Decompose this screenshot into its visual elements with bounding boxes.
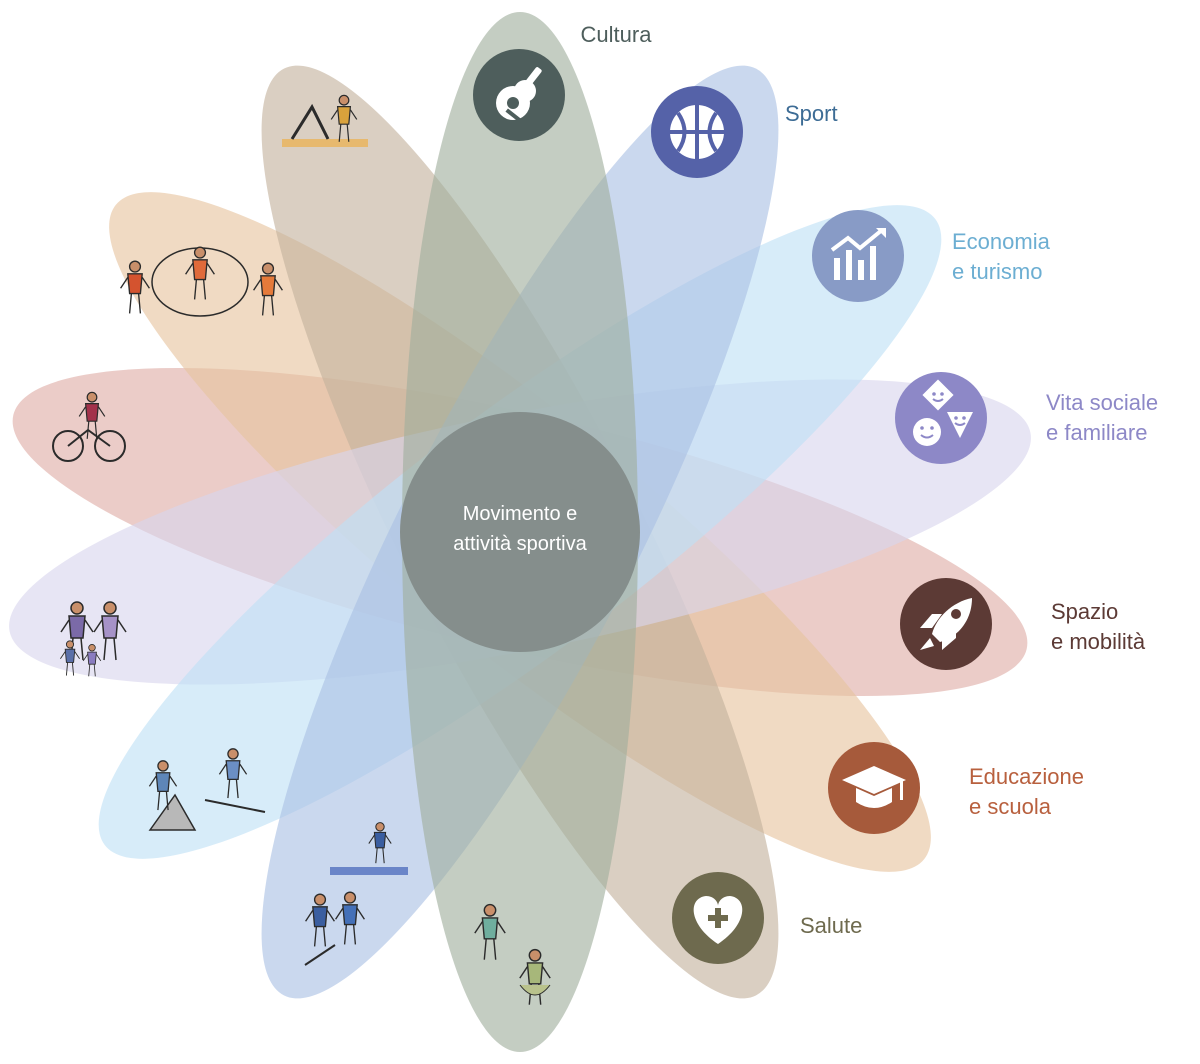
graduation-cap-icon — [828, 742, 920, 834]
label-spazio-line2: e mobilità — [1051, 629, 1146, 654]
center-hub: Movimento e attività sportiva — [400, 412, 640, 652]
label-cultura-line1: Cultura — [581, 22, 653, 47]
growth-chart-icon — [812, 210, 904, 302]
fitness-hockey-illustration — [304, 822, 408, 966]
label-salute-line1: Salute — [800, 913, 862, 938]
center-label-line1: Movimento e — [463, 503, 578, 525]
heart-plus-icon — [672, 872, 764, 964]
label-vita-line2: e familiare — [1046, 420, 1147, 445]
center-circle — [400, 412, 640, 652]
label-economia-line1: Economia — [952, 229, 1051, 254]
icons — [473, 49, 992, 964]
jump-rope-illustration — [120, 246, 283, 317]
basketball-icon — [651, 86, 743, 178]
yoga-pair-illustration — [282, 94, 368, 147]
label-spazio-line1: Spazio — [1051, 599, 1118, 624]
illustrations — [52, 94, 551, 1005]
guitar-icon — [473, 49, 565, 141]
label-vita-line1: Vita sociale — [1046, 390, 1158, 415]
hiking-skiing-illustration — [148, 748, 266, 831]
center-label-line2: attività sportiva — [453, 533, 587, 555]
label-educazione-line2: e scuola — [969, 794, 1052, 819]
label-educazione-line1: Educazione — [969, 764, 1084, 789]
label-sport-line1: Sport — [785, 101, 838, 126]
dance-illustration — [474, 903, 551, 1005]
label-economia-line2: e turismo — [952, 259, 1042, 284]
family-illustration — [60, 601, 127, 677]
cyclist-illustration — [52, 391, 126, 462]
rocket-icon — [900, 578, 992, 670]
smiley-shapes-icon — [895, 372, 987, 464]
